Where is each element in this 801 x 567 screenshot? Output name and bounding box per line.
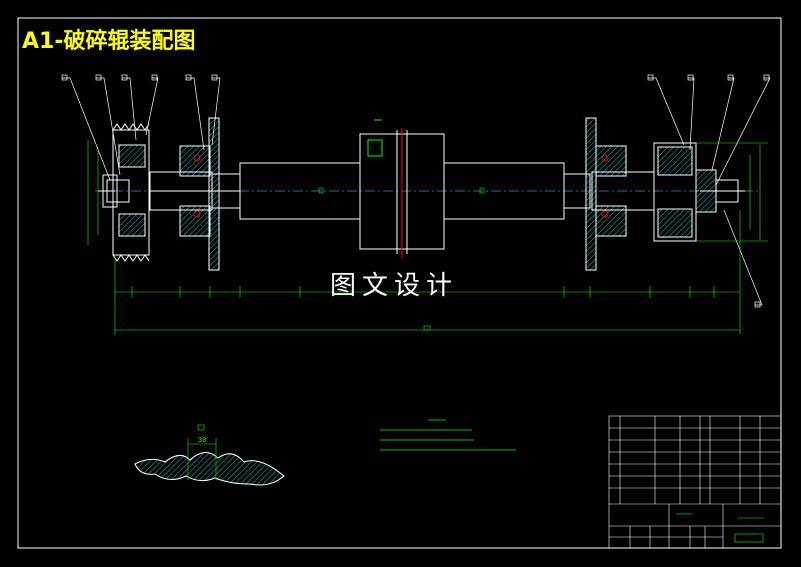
leader-balloons <box>61 74 770 308</box>
roller-body <box>359 119 445 258</box>
watermark-text: 图文设计 <box>330 271 458 301</box>
dimension-lines <box>87 140 768 335</box>
right-gear <box>653 142 745 242</box>
section-dimension: 30 <box>198 436 206 444</box>
drawing-frame <box>17 17 782 549</box>
left-pulley <box>98 123 150 262</box>
title-block <box>608 415 782 549</box>
technical-notes <box>380 419 516 451</box>
left-bearing-housing <box>149 117 240 271</box>
part-leaders <box>62 77 771 306</box>
section-detail: 30 <box>134 424 285 486</box>
right-bearing-housing <box>585 117 655 271</box>
drawing-title: A1-破碎辊装配图 <box>22 28 195 54</box>
